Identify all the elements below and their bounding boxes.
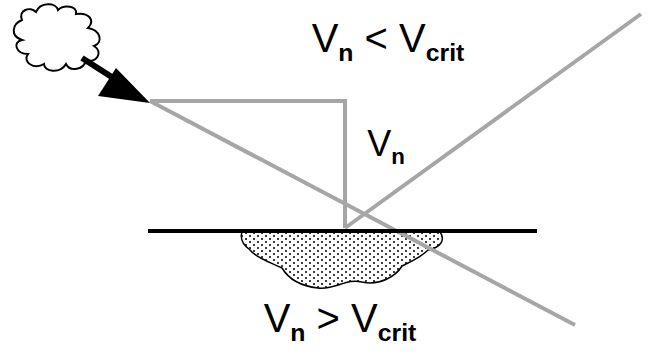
velocity-label: Vn > Vcrit — [264, 298, 417, 345]
velocity-label: Vn < Vcrit — [312, 18, 465, 65]
surface-line — [148, 229, 537, 233]
arrow-head — [98, 68, 150, 103]
velocity-label: Vn — [367, 126, 405, 168]
trajectory-lines — [150, 14, 641, 325]
